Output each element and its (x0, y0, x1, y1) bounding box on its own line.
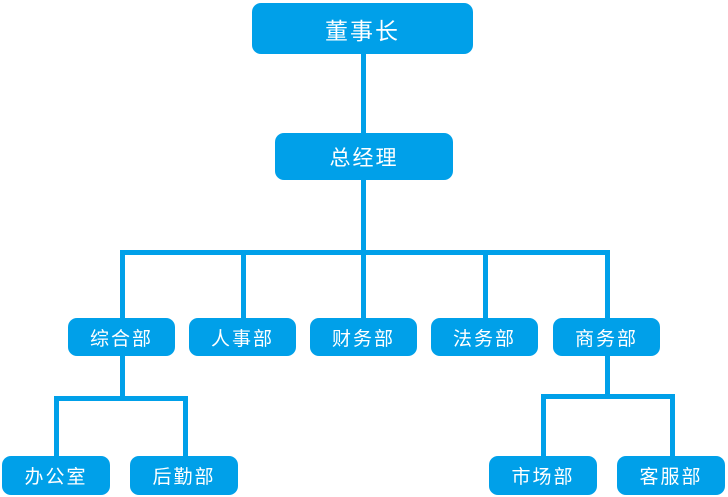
node-office[interactable]: 办公室 (2, 456, 110, 495)
connector-stem-ga-down (120, 356, 125, 400)
node-label-legal: 法务部 (452, 327, 516, 350)
node-label-customer-service: 客服部 (639, 466, 703, 488)
connector-drop-business (605, 250, 610, 320)
node-label-business: 商务部 (574, 327, 638, 350)
connector-drop-marketing (541, 394, 546, 458)
connector-drop-logistics (183, 396, 188, 458)
node-human-resources[interactable]: 人事部 (189, 318, 296, 356)
connector-drop-human-resources (241, 250, 246, 320)
node-general-manager[interactable]: 总经理 (275, 133, 453, 180)
connector-drop-customer-service (670, 394, 675, 458)
node-label-general-manager: 总经理 (329, 145, 399, 170)
node-label-human-resources: 人事部 (210, 327, 274, 350)
node-chairman[interactable]: 董事长 (252, 3, 473, 54)
node-legal[interactable]: 法务部 (431, 318, 538, 356)
connector-drop-legal (483, 250, 488, 320)
connector-drop-finance (361, 250, 366, 320)
connector-stem-chairman-down (361, 54, 366, 133)
connector-stem-biz-down (605, 356, 610, 398)
node-label-office: 办公室 (24, 466, 88, 488)
connector-drop-general-affairs (120, 250, 125, 320)
node-marketing[interactable]: 市场部 (489, 456, 597, 495)
node-finance[interactable]: 财务部 (310, 318, 417, 356)
node-general-affairs[interactable]: 综合部 (68, 318, 175, 356)
connector-stem-gm-down (361, 180, 366, 255)
node-label-general-affairs: 综合部 (89, 327, 153, 350)
node-logistics[interactable]: 后勤部 (130, 456, 238, 495)
connector-drop-office (54, 396, 59, 458)
node-label-finance: 财务部 (331, 327, 395, 350)
connector-bus-ga-children (54, 396, 188, 401)
node-customer-service[interactable]: 客服部 (617, 456, 725, 495)
node-label-marketing: 市场部 (511, 466, 575, 488)
connector-bus-biz-children (541, 394, 675, 399)
node-label-logistics: 后勤部 (152, 466, 216, 488)
node-label-chairman: 董事长 (325, 18, 400, 45)
node-business[interactable]: 商务部 (553, 318, 660, 356)
